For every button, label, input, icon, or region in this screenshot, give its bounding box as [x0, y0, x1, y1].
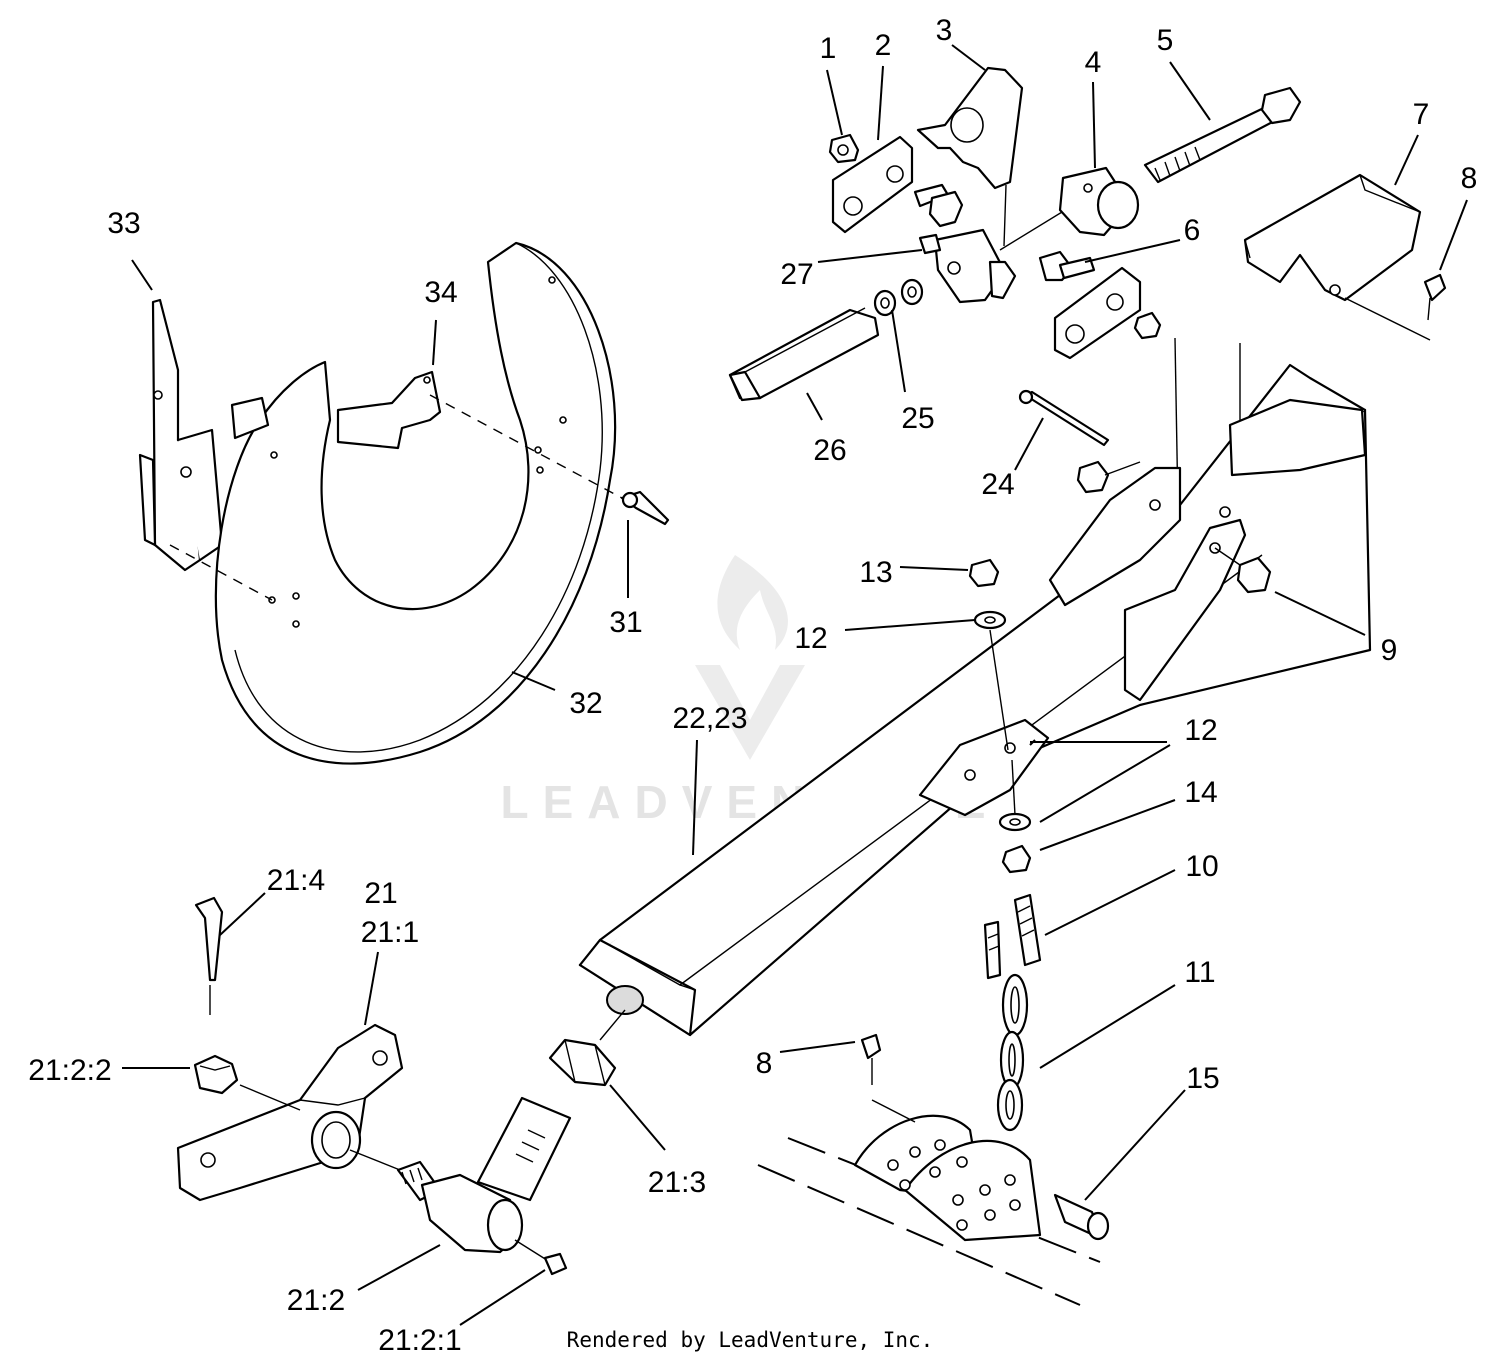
- part-12-washer-lower[interactable]: [998, 812, 1032, 832]
- part-21-2-2-castle-nut[interactable]: [193, 1054, 239, 1095]
- part-21-2-tie-rod-end[interactable]: [396, 1096, 572, 1254]
- callout-21-2-2: 21:2:2: [28, 1054, 111, 1087]
- part-21-1-steering-arm[interactable]: [176, 1023, 404, 1202]
- part-nut-24[interactable]: [1076, 460, 1110, 494]
- part-9-nut[interactable]: [1236, 556, 1272, 594]
- callout-27: 27: [780, 258, 813, 291]
- callout-26: 26: [813, 434, 846, 467]
- callout-4: 4: [1085, 46, 1102, 79]
- part-26-hex-shaft[interactable]: [728, 307, 880, 402]
- callout-1: 1: [820, 32, 837, 65]
- callout-14: 14: [1184, 776, 1217, 809]
- part-2-plate[interactable]: [831, 135, 914, 234]
- part-25-washers[interactable]: [873, 278, 924, 317]
- callout-22-23: 22,23: [672, 702, 747, 735]
- callout-12-upper: 12: [794, 622, 827, 655]
- part-bolt[interactable]: [913, 183, 964, 228]
- callout-11: 11: [1184, 956, 1215, 989]
- part-21-4-cotter-pin[interactable]: [194, 896, 224, 1015]
- callout-24: 24: [981, 468, 1014, 501]
- callout-21-2: 21:2: [287, 1284, 345, 1317]
- part-10-chain-hook[interactable]: [983, 893, 1042, 980]
- part-8-hairpin-upper[interactable]: [1423, 273, 1447, 321]
- callout-8-lower: 8: [756, 1047, 773, 1080]
- callout-21-1: 21:1: [361, 916, 419, 949]
- part-27-block[interactable]: [918, 228, 1017, 304]
- leadventure-watermark-logo: [695, 555, 805, 760]
- part-nut-6[interactable]: [1133, 311, 1162, 340]
- callout-12-lower: 12: [1184, 714, 1217, 747]
- part-hitch-bracket[interactable]: [853, 1114, 1042, 1242]
- part-31-clevis-pin[interactable]: [620, 490, 670, 526]
- callout-7: 7: [1413, 98, 1430, 131]
- part-33-bracket[interactable]: [138, 298, 224, 572]
- part-6-plate[interactable]: [1038, 250, 1142, 360]
- callout-21-4: 21:4: [267, 864, 325, 897]
- part-12-washer-upper[interactable]: [973, 610, 1007, 630]
- part-5-bolt[interactable]: [1143, 86, 1302, 184]
- callout-31: 31: [609, 606, 642, 639]
- part-8-hairpin-lower[interactable]: [860, 1033, 882, 1085]
- callout-13: 13: [859, 556, 892, 589]
- part-22-23-tongue-beam[interactable]: [578, 363, 1372, 1037]
- callout-34: 34: [424, 276, 457, 309]
- part-14-nut[interactable]: [1001, 844, 1032, 874]
- part-4-pivot-sleeve[interactable]: [1058, 166, 1140, 237]
- part-13-nut[interactable]: [968, 558, 1000, 588]
- part-15-pin[interactable]: [1053, 1193, 1110, 1241]
- part-32-shield[interactable]: [214, 241, 617, 765]
- part-3-mount-bracket[interactable]: [916, 66, 1024, 190]
- callout-32: 32: [569, 687, 602, 720]
- part-21-2-1-grease-fitting[interactable]: [543, 1252, 568, 1276]
- part-24-pin[interactable]: [1018, 389, 1110, 447]
- part-11-chain[interactable]: [996, 973, 1029, 1132]
- callout-10: 10: [1185, 850, 1218, 883]
- part-1-nut[interactable]: [828, 133, 860, 164]
- callout-8-upper: 8: [1461, 162, 1478, 195]
- callout-33: 33: [107, 207, 140, 240]
- callout-9: 9: [1381, 634, 1398, 667]
- callout-2: 2: [875, 29, 892, 62]
- part-21-3-jam-nut[interactable]: [548, 1038, 617, 1087]
- callout-15: 15: [1186, 1062, 1219, 1095]
- callout-5: 5: [1157, 24, 1174, 57]
- callout-21-3: 21:3: [648, 1166, 706, 1199]
- callout-21: 21: [364, 877, 397, 910]
- rendered-by-footer: Rendered by LeadVenture, Inc.: [566, 1328, 934, 1352]
- part-7-cover[interactable]: [1243, 173, 1422, 302]
- callout-3: 3: [936, 14, 953, 47]
- callout-6: 6: [1184, 214, 1201, 247]
- callout-21-2-1: 21:2:1: [378, 1324, 461, 1357]
- callout-25: 25: [901, 402, 934, 435]
